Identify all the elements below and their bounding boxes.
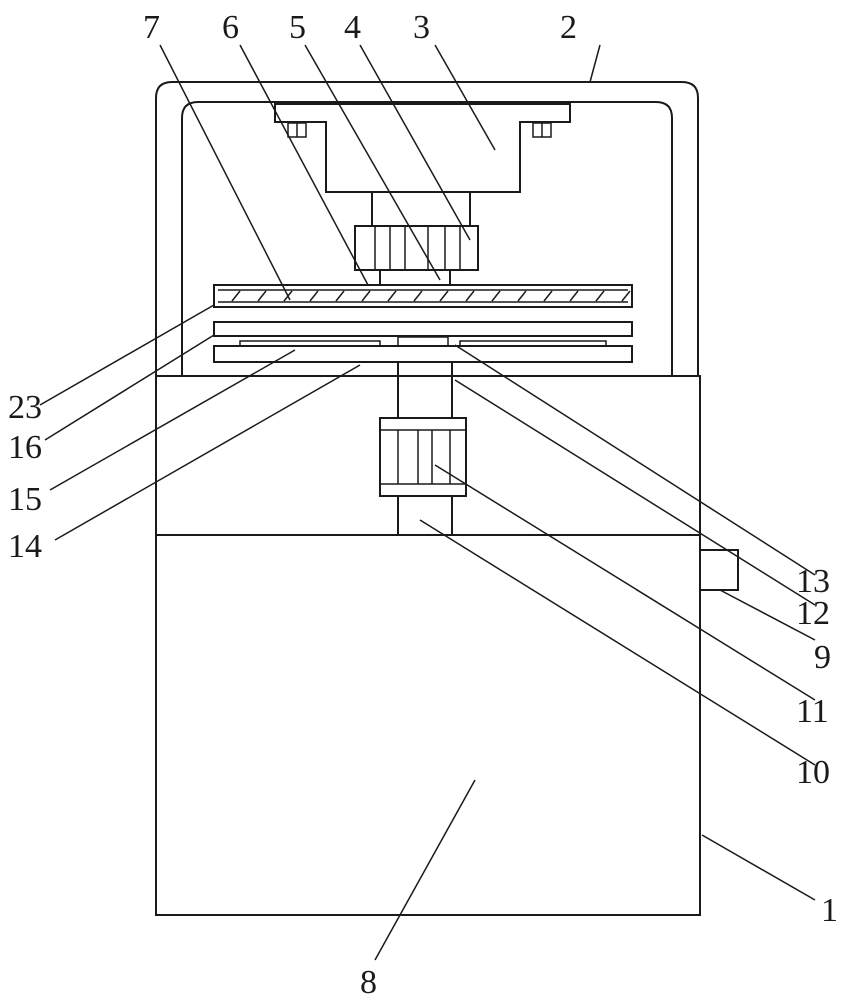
hatch-mark [517,290,527,302]
hatch-mark [465,290,475,302]
hatch-mark [439,290,449,302]
hatch-mark [569,290,579,302]
hatch-mark [335,290,345,302]
side-knob [699,549,739,591]
callout-13: 13 [796,563,830,600]
hatch-mark [543,290,553,302]
callout-11: 11 [796,693,829,730]
hatch-mark [257,290,267,302]
hatch-mark [231,290,241,302]
hatch-mark [387,290,397,302]
callout-15: 15 [8,481,42,518]
hatch-mark [621,290,631,302]
hatch-mark [413,290,423,302]
hatch-mark [361,290,371,302]
base-box [155,534,701,916]
callout-23: 23 [8,389,42,426]
middle-box [155,375,701,536]
middle-plate [213,321,633,337]
callout-7: 7 [143,9,160,46]
callout-2: 2 [560,9,577,46]
leader-lines [39,44,816,961]
callout-5: 5 [289,9,306,46]
strip-left [239,340,381,347]
callout-16: 16 [8,429,42,466]
center-hub [397,336,449,347]
plate-hatching [231,290,631,302]
lower-motor [379,417,467,497]
callout-1: 1 [821,892,838,929]
hatch-mark [595,290,605,302]
callout-9: 9 [814,639,831,676]
outer-frame [155,81,699,376]
strip-right [459,340,607,347]
callout-12: 12 [796,595,830,632]
inner-frame [181,101,673,376]
callout-6: 6 [222,9,239,46]
hatch-mark [309,290,319,302]
callout-10: 10 [796,754,830,791]
callout-3: 3 [413,9,430,46]
top-motor-housing [274,103,571,193]
callout-8: 8 [360,964,377,1000]
hatch-mark [491,290,501,302]
callout-14: 14 [8,528,42,565]
upper-grinding-plate [213,284,633,308]
callout-4: 4 [344,9,361,46]
